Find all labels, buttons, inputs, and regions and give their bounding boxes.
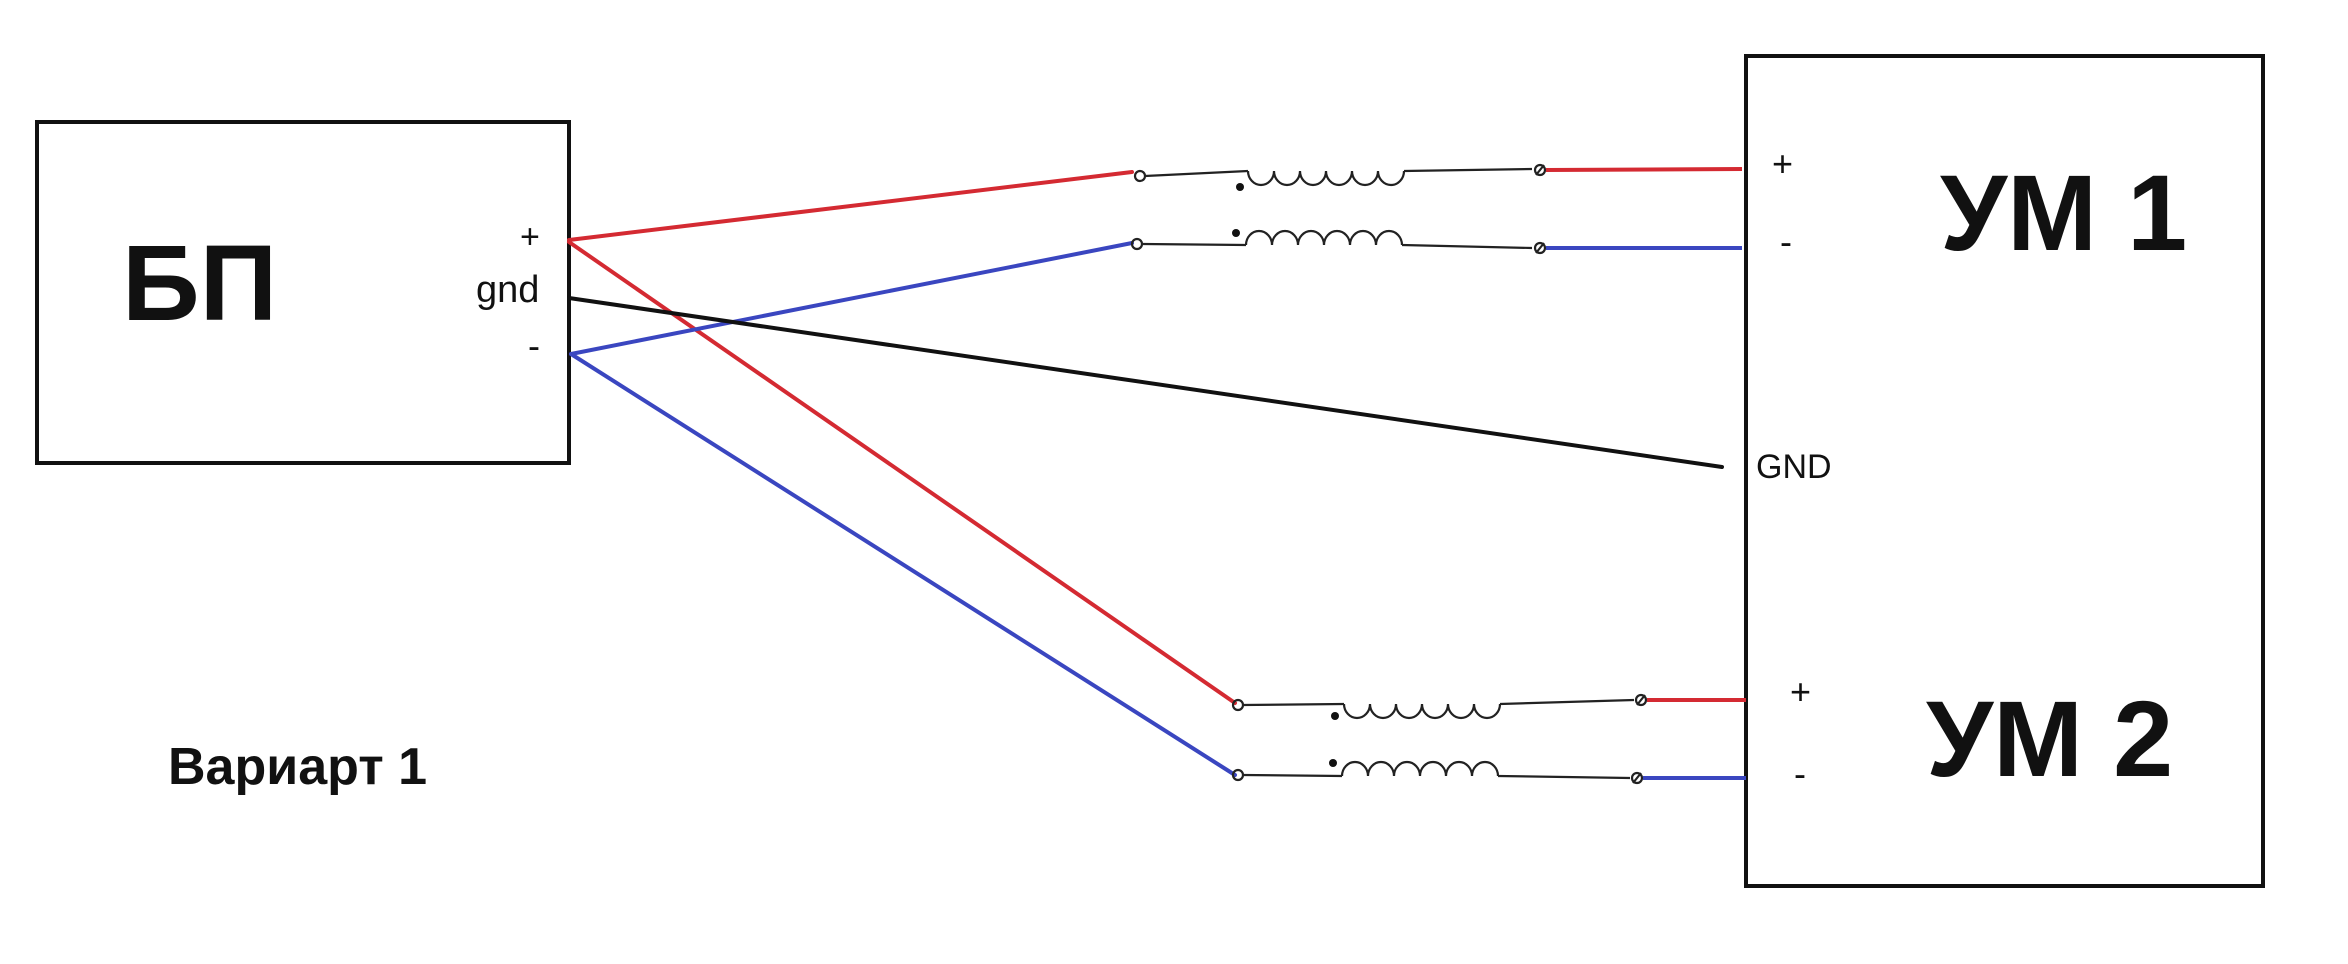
amp2-plus-terminal: + — [1790, 671, 1811, 712]
wire-minus-to-choke2 — [569, 241, 1134, 356]
choke-coil — [1340, 760, 1500, 777]
choke-amp2-plus — [1231, 693, 1746, 720]
supply-wires — [567, 170, 1724, 777]
choke-amp2-minus — [1231, 759, 1746, 785]
psu-gnd-terminal: gnd — [476, 269, 539, 311]
wire-gnd-to-amp — [567, 296, 1724, 469]
wire-plus-to-choke3 — [567, 240, 1237, 705]
choke-polarity-dot — [1232, 229, 1240, 237]
choke-terminal — [1133, 169, 1147, 183]
choke-coil — [1244, 229, 1404, 246]
choke-terminal — [1630, 771, 1644, 785]
choke-coil — [1342, 703, 1502, 720]
power-supply-box — [35, 120, 571, 465]
choke-polarity-dot — [1236, 183, 1244, 191]
amp1-label: УМ 1 — [1940, 152, 2187, 273]
psu-minus-terminal: - — [528, 325, 540, 366]
wire-minus-to-choke4 — [569, 352, 1237, 777]
choke-coil — [1246, 170, 1406, 187]
amp1-plus-terminal: + — [1772, 143, 1793, 184]
amp2-label: УМ 2 — [1926, 678, 2173, 799]
wire-plus-to-choke1 — [567, 170, 1134, 242]
choke-polarity-dot — [1329, 759, 1337, 767]
choke-terminal — [1533, 163, 1547, 177]
psu-plus-terminal: + — [520, 218, 540, 256]
amplifier-box — [1744, 54, 2265, 888]
caption: Вариарт 1 — [168, 738, 427, 796]
choke-terminal — [1533, 241, 1547, 255]
choke-polarity-dot — [1331, 712, 1339, 720]
power-supply-label: БП — [122, 222, 277, 343]
amp1-minus-terminal: - — [1780, 221, 1792, 262]
gnd-terminal: GND — [1756, 448, 1832, 486]
choke-terminal — [1634, 693, 1648, 707]
amp2-minus-terminal: - — [1794, 753, 1806, 794]
choke-terminal — [1231, 698, 1245, 712]
choke-amp1-plus — [1133, 163, 1743, 191]
choke-amp1-minus — [1130, 229, 1742, 255]
